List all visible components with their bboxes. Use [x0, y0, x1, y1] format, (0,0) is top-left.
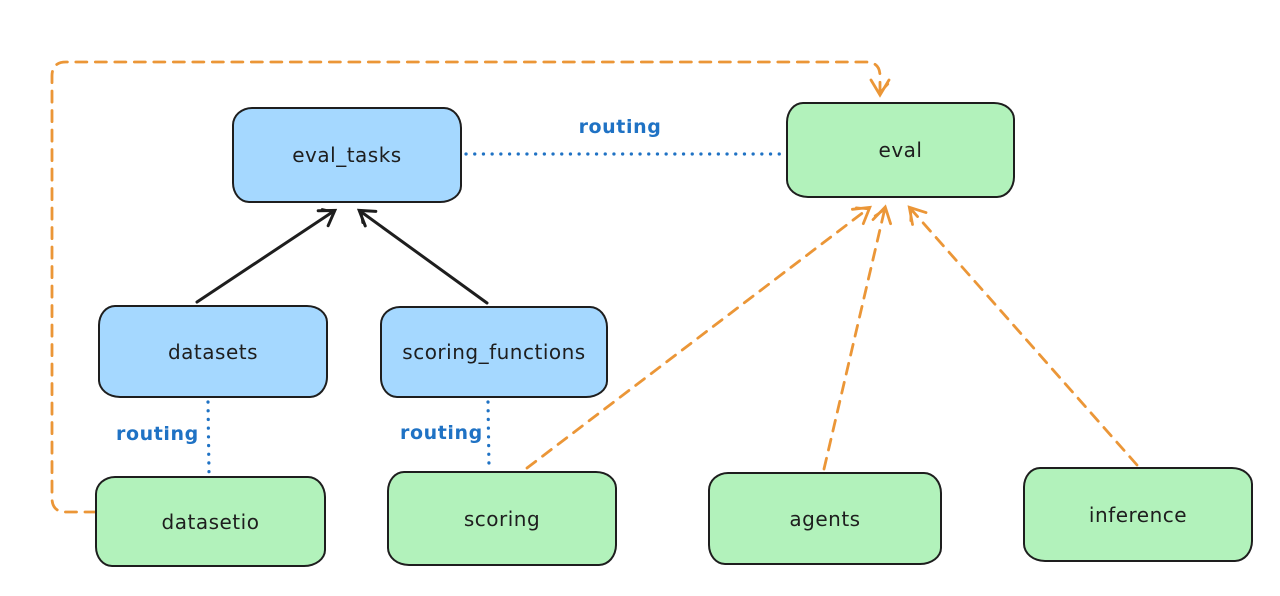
node-eval-label: eval — [878, 138, 923, 162]
node-scoring-functions[interactable]: scoring_functions — [380, 306, 608, 398]
edge-scoring-functions-to-scoring-routing — [486, 400, 491, 469]
node-datasetio-label: datasetio — [161, 509, 260, 534]
edge-datasetio-to-eval — [50, 60, 891, 514]
edge-inference-to-eval — [907, 205, 1139, 467]
routing-label-scoring-functions-scoring: routing — [400, 422, 483, 444]
node-eval-tasks-label: eval_tasks — [292, 143, 402, 167]
node-eval-tasks[interactable]: eval_tasks — [232, 107, 462, 203]
node-scoring-functions-label: scoring_functions — [402, 340, 586, 364]
node-eval[interactable]: eval — [786, 102, 1015, 198]
edge-agents-to-eval — [822, 204, 892, 471]
node-datasets[interactable]: datasets — [98, 305, 328, 398]
edge-scoring-to-eval — [525, 205, 872, 470]
node-inference-label: inference — [1088, 502, 1188, 527]
node-scoring[interactable]: scoring — [387, 471, 617, 566]
node-datasetio[interactable]: datasetio — [95, 476, 326, 567]
node-scoring-label: scoring — [463, 506, 541, 531]
node-inference[interactable]: inference — [1023, 467, 1253, 562]
edge-scoring-functions-to-eval-tasks — [356, 208, 489, 305]
node-agents-label: agents — [789, 506, 861, 531]
routing-label-datasets-datasetio: routing — [116, 423, 199, 445]
routing-label-eval-tasks-eval: routing — [578, 116, 662, 138]
node-datasets-label: datasets — [167, 339, 259, 364]
edge-datasets-to-datasetio-routing — [206, 400, 211, 475]
edge-datasets-to-eval-tasks — [195, 208, 338, 304]
node-agents[interactable]: agents — [708, 472, 942, 565]
